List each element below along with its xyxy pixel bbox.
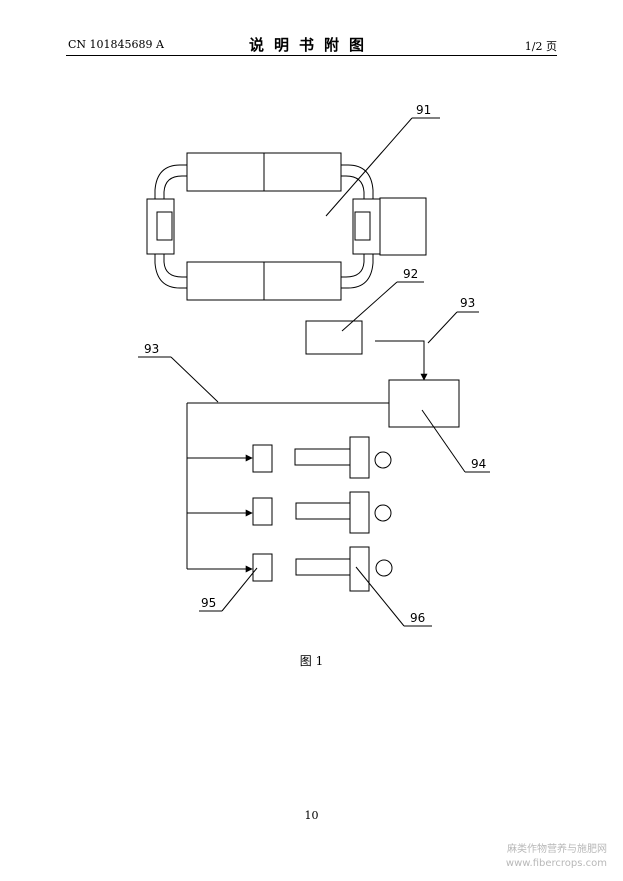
actuator-row-1 <box>252 436 392 479</box>
watermark-line-2: www.fibercrops.com <box>505 858 607 869</box>
box-92 <box>305 320 363 355</box>
label-94: 94 <box>471 457 486 471</box>
page-title: 说明书附图 <box>248 36 374 54</box>
signal-bus-93 <box>138 356 389 573</box>
page-fraction: 1/2 页 <box>524 40 557 53</box>
box-94 <box>388 379 460 428</box>
label-96: 96 <box>410 611 425 625</box>
watermark: 麻类作物营养与施肥网 www.fibercrops.com <box>467 843 607 871</box>
left-end-unit <box>146 198 175 255</box>
patent-number: CN 101845689 A <box>68 38 164 51</box>
page-number: 10 <box>304 809 319 822</box>
label-92: 92 <box>403 267 418 281</box>
header-rule <box>66 55 557 56</box>
label-95: 95 <box>201 596 216 610</box>
figure-caption: 图 1 <box>299 654 324 668</box>
actuator-row-3 <box>252 546 393 592</box>
label-91: 91 <box>416 103 431 117</box>
actuator-row-2 <box>252 491 392 534</box>
unit-92 <box>305 281 424 355</box>
right-end-unit <box>352 198 381 255</box>
right-side-box <box>379 197 427 256</box>
watermark-line-1: 麻类作物营养与施肥网 <box>507 844 607 855</box>
processing-line-91 <box>146 117 440 301</box>
label-93-lower: 93 <box>144 342 159 356</box>
signal-path-93-upper <box>375 311 479 381</box>
label-93-upper: 93 <box>460 296 475 310</box>
